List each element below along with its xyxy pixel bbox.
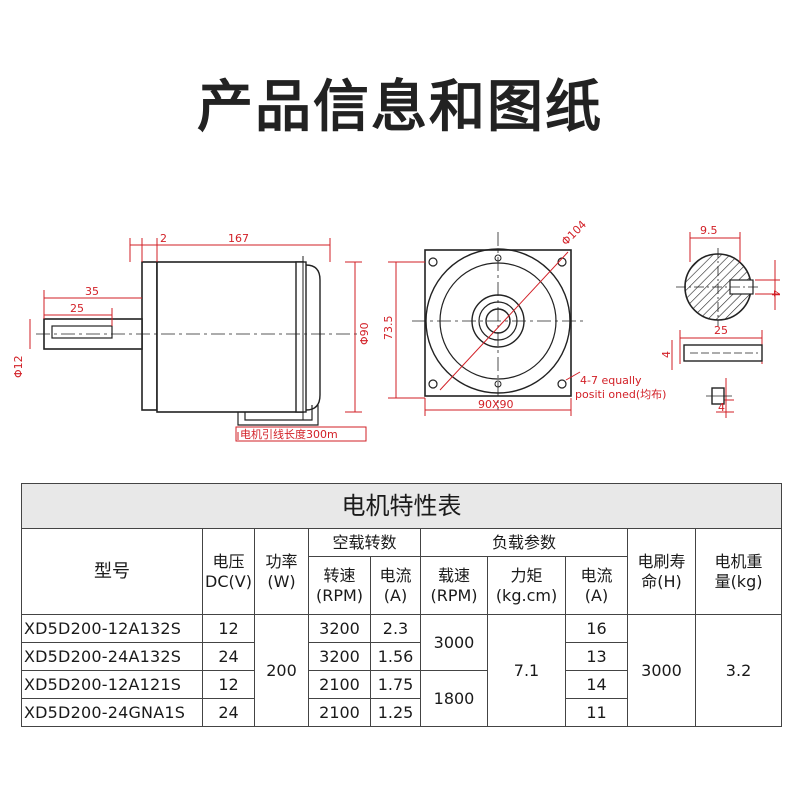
cell-l-current: 16	[565, 614, 628, 643]
cell-voltage: 24	[202, 642, 255, 671]
motor-body	[156, 261, 304, 413]
header-power: 功率(W)	[254, 528, 309, 615]
cell-nl-speed: 2100	[308, 698, 371, 727]
header-load: 负载参数	[420, 528, 628, 557]
dim-phi90: Φ90	[358, 322, 371, 345]
header-model: 型号	[21, 528, 203, 615]
cell-model: XD5D200-12A132S	[21, 614, 203, 643]
shaft-detail: 9.5 4 25 4 4	[660, 224, 782, 418]
hole-note-line1: 4-7 equally	[580, 374, 642, 387]
cell-power: 200	[254, 614, 309, 727]
cell-nl-current: 1.25	[370, 698, 421, 727]
dim-phi104: Φ104	[559, 218, 589, 248]
technical-drawing: 2 167 35 25 Φ12 Φ90 电机引线长度300m	[12, 218, 782, 442]
header-l-current: 电流(A)	[565, 556, 628, 615]
side-view: 2 167 35 25 Φ12 Φ90 电机引线长度300m	[12, 232, 371, 442]
motor-flange	[141, 261, 158, 411]
header-nl-current: 电流(A)	[370, 556, 421, 615]
dim-167: 167	[228, 232, 249, 245]
cell-weight: 3.2	[694, 614, 783, 727]
cell-l-current: 14	[565, 670, 628, 699]
header-l-speed: 载速(RPM)	[420, 556, 488, 615]
cell-model: XD5D200-12A121S	[21, 670, 203, 699]
dim-phi12: Φ12	[12, 355, 25, 378]
cell-nl-speed: 2100	[308, 670, 371, 699]
dim-9-5: 9.5	[700, 224, 718, 237]
cell-nl-speed: 3200	[308, 642, 371, 671]
cell-model: XD5D200-24GNA1S	[21, 698, 203, 727]
dim-4-side: 4	[660, 351, 673, 358]
keyway	[51, 325, 113, 339]
header-brush-life: 电刷寿命(H)	[627, 528, 696, 615]
table-caption: 电机特性表	[20, 483, 783, 529]
dim-73-5: 73.5	[382, 316, 395, 341]
dim-2: 2	[160, 232, 167, 245]
dim-25: 25	[70, 302, 84, 315]
cell-load-speed-b: 1800	[420, 670, 488, 727]
dim-90x90: 90X90	[478, 398, 514, 411]
table-row: XD5D200-12A121S 12 2100 1.75 1800 14	[21, 670, 782, 727]
table-row: XD5D200-24A132S 24 3200 1.56 13	[21, 642, 782, 671]
front-view: 73.5 90X90 Φ104 4-7 equally positi oned(…	[382, 218, 666, 416]
dim-4-key: 4	[769, 290, 782, 297]
cell-voltage: 24	[202, 698, 255, 727]
table-row: XD5D200-24GNA1S 24 2100 1.25 11	[21, 698, 782, 727]
dim-35: 35	[85, 285, 99, 298]
cell-l-current: 11	[565, 698, 628, 727]
hole-note-line2: positi oned(均布)	[575, 388, 666, 401]
header-l-torque: 力矩(kg.cm)	[487, 556, 566, 615]
cell-nl-current: 2.3	[370, 614, 421, 643]
dim-4-small: 4	[718, 401, 725, 414]
cell-l-current: 13	[565, 642, 628, 671]
cell-voltage: 12	[202, 670, 255, 699]
cell-voltage: 12	[202, 614, 255, 643]
cell-nl-current: 1.75	[370, 670, 421, 699]
cell-model: XD5D200-24A132S	[21, 642, 203, 671]
table-row: XD5D200-12A132S 12 200 3200 2.3 3000 7.1…	[21, 614, 783, 727]
cell-torque: 7.1	[487, 614, 566, 727]
page-title: 产品信息和图纸	[197, 75, 603, 140]
dim-25-shaft: 25	[714, 324, 728, 337]
cell-nl-speed: 3200	[308, 614, 371, 643]
lead-length-note: 电机引线长度300m	[240, 427, 338, 441]
cell-nl-current: 1.56	[370, 642, 421, 671]
header-weight: 电机重量(kg)	[694, 528, 783, 615]
header-nl-speed: 转速(RPM)	[308, 556, 371, 615]
cell-brush-life: 3000	[627, 614, 696, 727]
cell-load-speed-a: 3000	[420, 614, 488, 671]
header-no-load: 空载转数	[308, 528, 421, 557]
